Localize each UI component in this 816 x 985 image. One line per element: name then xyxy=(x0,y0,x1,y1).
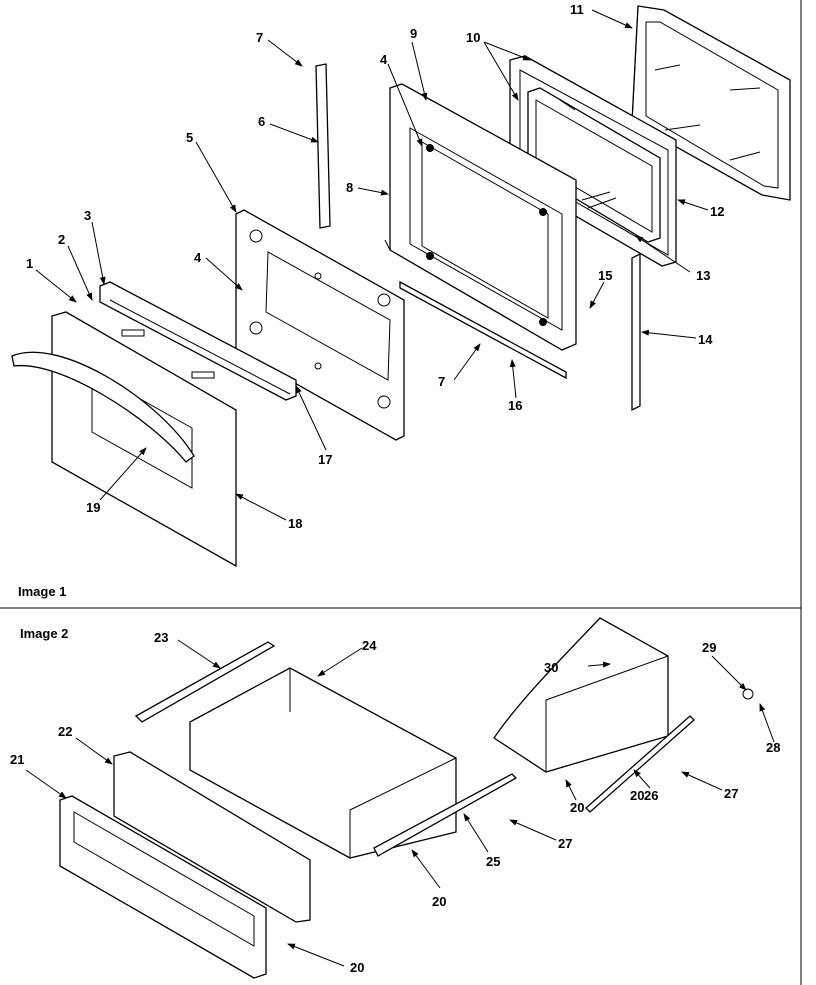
callout-30: 30 xyxy=(544,660,558,675)
part-26-rail xyxy=(585,715,695,813)
callout-17: 17 xyxy=(318,452,332,467)
callout-4: 4 xyxy=(194,250,202,265)
callout-7: 7 xyxy=(256,30,263,45)
callout-23: 23 xyxy=(154,630,168,645)
callout-7: 7 xyxy=(438,374,445,389)
callout-20: 20 xyxy=(630,788,644,803)
leader-lines xyxy=(25,9,775,967)
callout-2: 2 xyxy=(58,232,65,247)
callout-9: 9 xyxy=(410,26,417,41)
part-9-inner-liner xyxy=(384,83,577,351)
part-23-rail xyxy=(134,641,276,723)
part-16-bottom-bracket xyxy=(399,280,567,380)
part-19-door-handle xyxy=(11,351,195,463)
callout-18: 18 xyxy=(288,516,302,531)
callout-29: 29 xyxy=(702,640,716,655)
panel-label-image-2: Image 2 xyxy=(20,626,68,641)
image-1-door-assembly xyxy=(11,5,791,568)
image-2-drawer-assembly xyxy=(59,617,754,979)
callout-8: 8 xyxy=(346,180,353,195)
callout-22: 22 xyxy=(58,724,72,739)
callout-20: 20 xyxy=(350,960,364,975)
part-3-trim xyxy=(99,281,297,401)
part-25-rail xyxy=(373,773,518,857)
callout-12: 12 xyxy=(710,204,724,219)
callout-21: 21 xyxy=(10,752,24,767)
part-24-drawer-body xyxy=(189,667,457,859)
part-30-side-bracket xyxy=(493,617,669,773)
callout-26: 26 xyxy=(644,788,658,803)
part-14-side-rail xyxy=(631,252,641,412)
callout-27: 27 xyxy=(558,836,572,851)
callout-28: 28 xyxy=(766,740,780,755)
callout-3: 3 xyxy=(84,208,91,223)
part-22-drawer-front-inner xyxy=(113,751,311,923)
callout-1: 1 xyxy=(26,256,33,271)
callout-15: 15 xyxy=(598,268,612,283)
callout-19: 19 xyxy=(86,500,100,515)
callout-10: 10 xyxy=(466,30,480,45)
callout-20: 20 xyxy=(432,894,446,909)
callout-4: 4 xyxy=(380,52,388,67)
callout-11: 11 xyxy=(570,2,584,17)
callout-24: 24 xyxy=(362,638,377,653)
part-29-washer xyxy=(742,688,754,700)
part-6-side-rail xyxy=(315,63,331,229)
callout-25: 25 xyxy=(486,854,500,869)
callout-20: 20 xyxy=(570,800,584,815)
part-21-drawer-front xyxy=(59,795,267,979)
callout-14: 14 xyxy=(698,332,713,347)
callout-13: 13 xyxy=(696,268,710,283)
callout-27: 27 xyxy=(724,786,738,801)
callout-16: 16 xyxy=(508,398,522,413)
callout-5: 5 xyxy=(186,130,193,145)
callout-numbers: 1 2 3 4 4 5 6 7 7 8 9 10 11 12 13 14 15 … xyxy=(10,2,780,975)
panel-label-image-1: Image 1 xyxy=(18,584,66,599)
part-5-inner-panel xyxy=(235,209,405,441)
callout-6: 6 xyxy=(258,114,265,129)
